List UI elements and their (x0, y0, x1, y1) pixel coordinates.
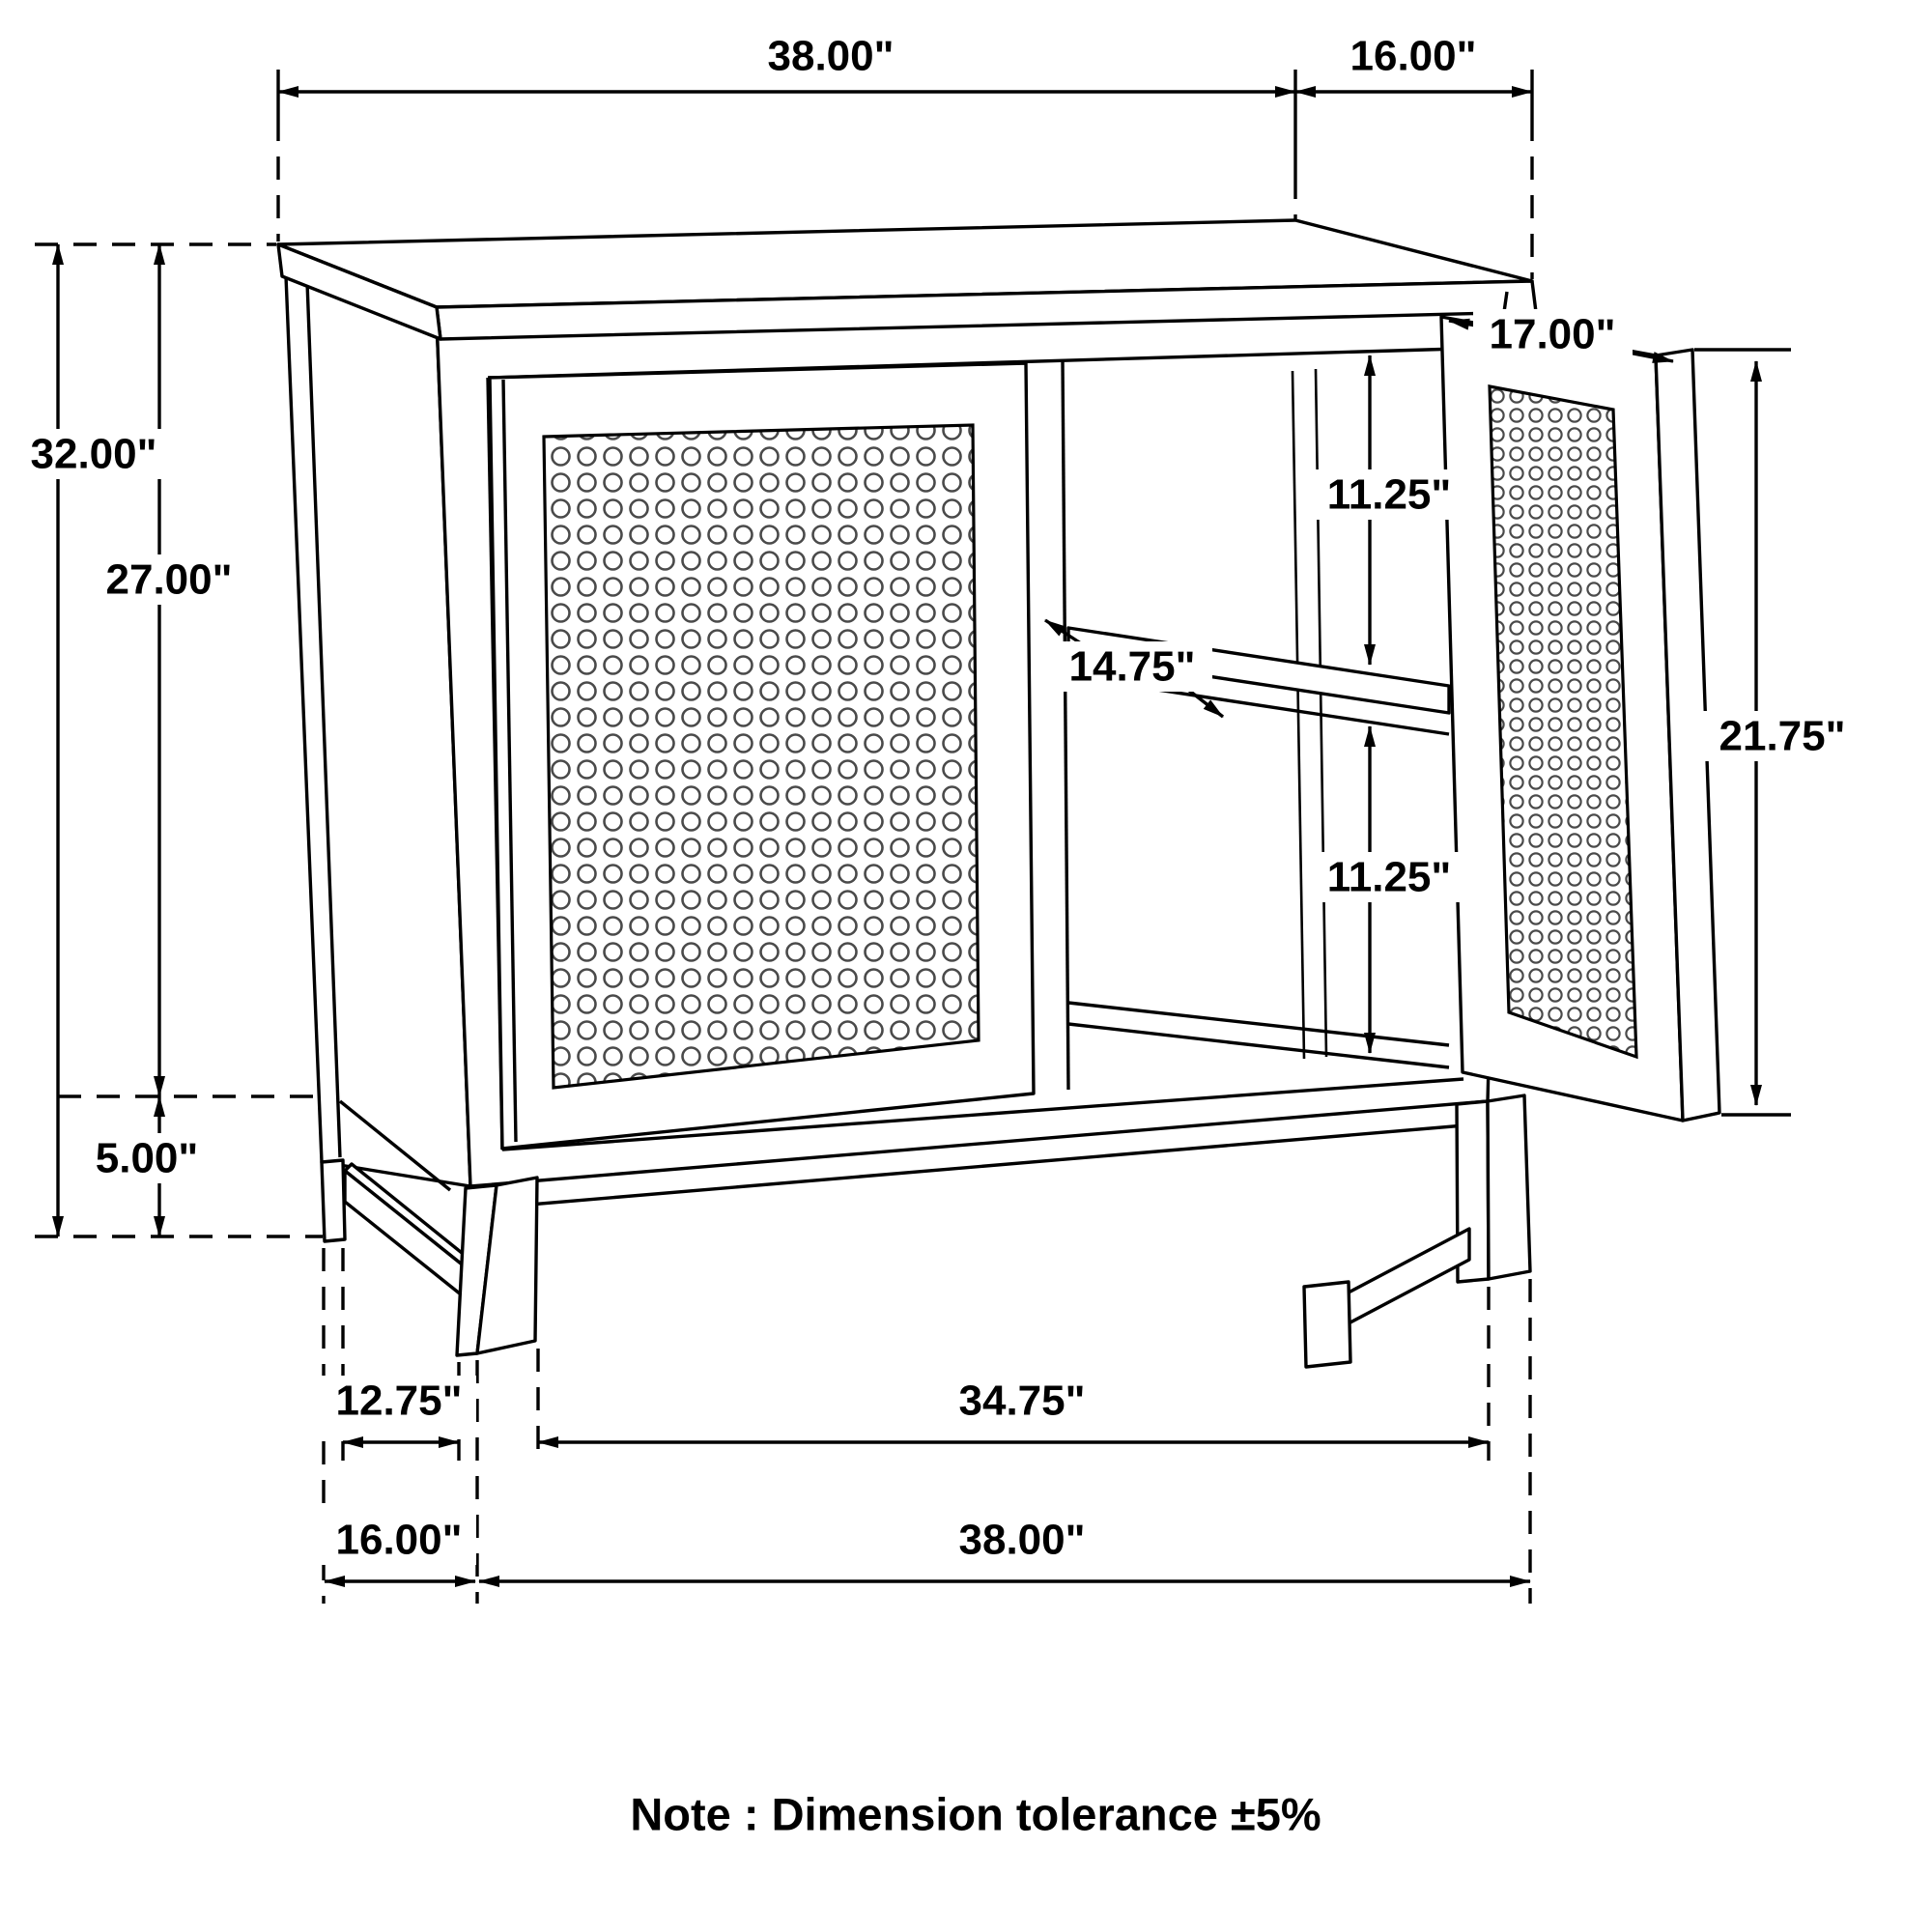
dim-label-door-height: 21.75" (1719, 713, 1846, 760)
front-left-leg-side (475, 1176, 539, 1355)
dim-label-overall-height: 32.00" (31, 431, 157, 478)
right-stretcher (1347, 1227, 1471, 1325)
back-right-foot (1302, 1280, 1352, 1369)
dim-label-front-leg-spacing: 34.75" (959, 1378, 1086, 1425)
dim-label-side-leg-spacing: 12.75" (336, 1378, 463, 1425)
tolerance-note: Note : Dimension tolerance ±5% (630, 1789, 1321, 1840)
dim-label-top-width: 38.00" (768, 33, 895, 80)
right-door-open (1439, 315, 1721, 1122)
dim-label-lower-opening: 11.25" (1327, 854, 1452, 901)
left-door-closed (488, 361, 1036, 1151)
dim-label-shelf-depth: 14.75" (1069, 643, 1196, 691)
front-right-leg-side (1486, 1094, 1532, 1281)
top-slab (276, 218, 1538, 341)
cabinet-body (276, 218, 1721, 1369)
back-left-leg (320, 1158, 347, 1243)
dimension-labels: 38.00" 16.00" 32.00" 27.00" 5.00" 11.25"… (12, 33, 1869, 1565)
cane-mesh-right-door (1488, 384, 1638, 1060)
dim-label-base-width: 38.00" (959, 1517, 1086, 1564)
dim-label-door-width: 17.00" (1490, 311, 1616, 358)
dim-label-top-depth: 16.00" (1350, 33, 1477, 80)
cane-mesh-left-door (542, 423, 980, 1090)
dim-label-leg-height: 5.00" (96, 1135, 199, 1182)
legs-and-stretchers (320, 1094, 1532, 1369)
dim-label-case-height: 27.00" (106, 556, 233, 604)
dim-label-upper-opening: 11.25" (1327, 471, 1452, 519)
dim-label-base-depth: 16.00" (336, 1517, 463, 1564)
